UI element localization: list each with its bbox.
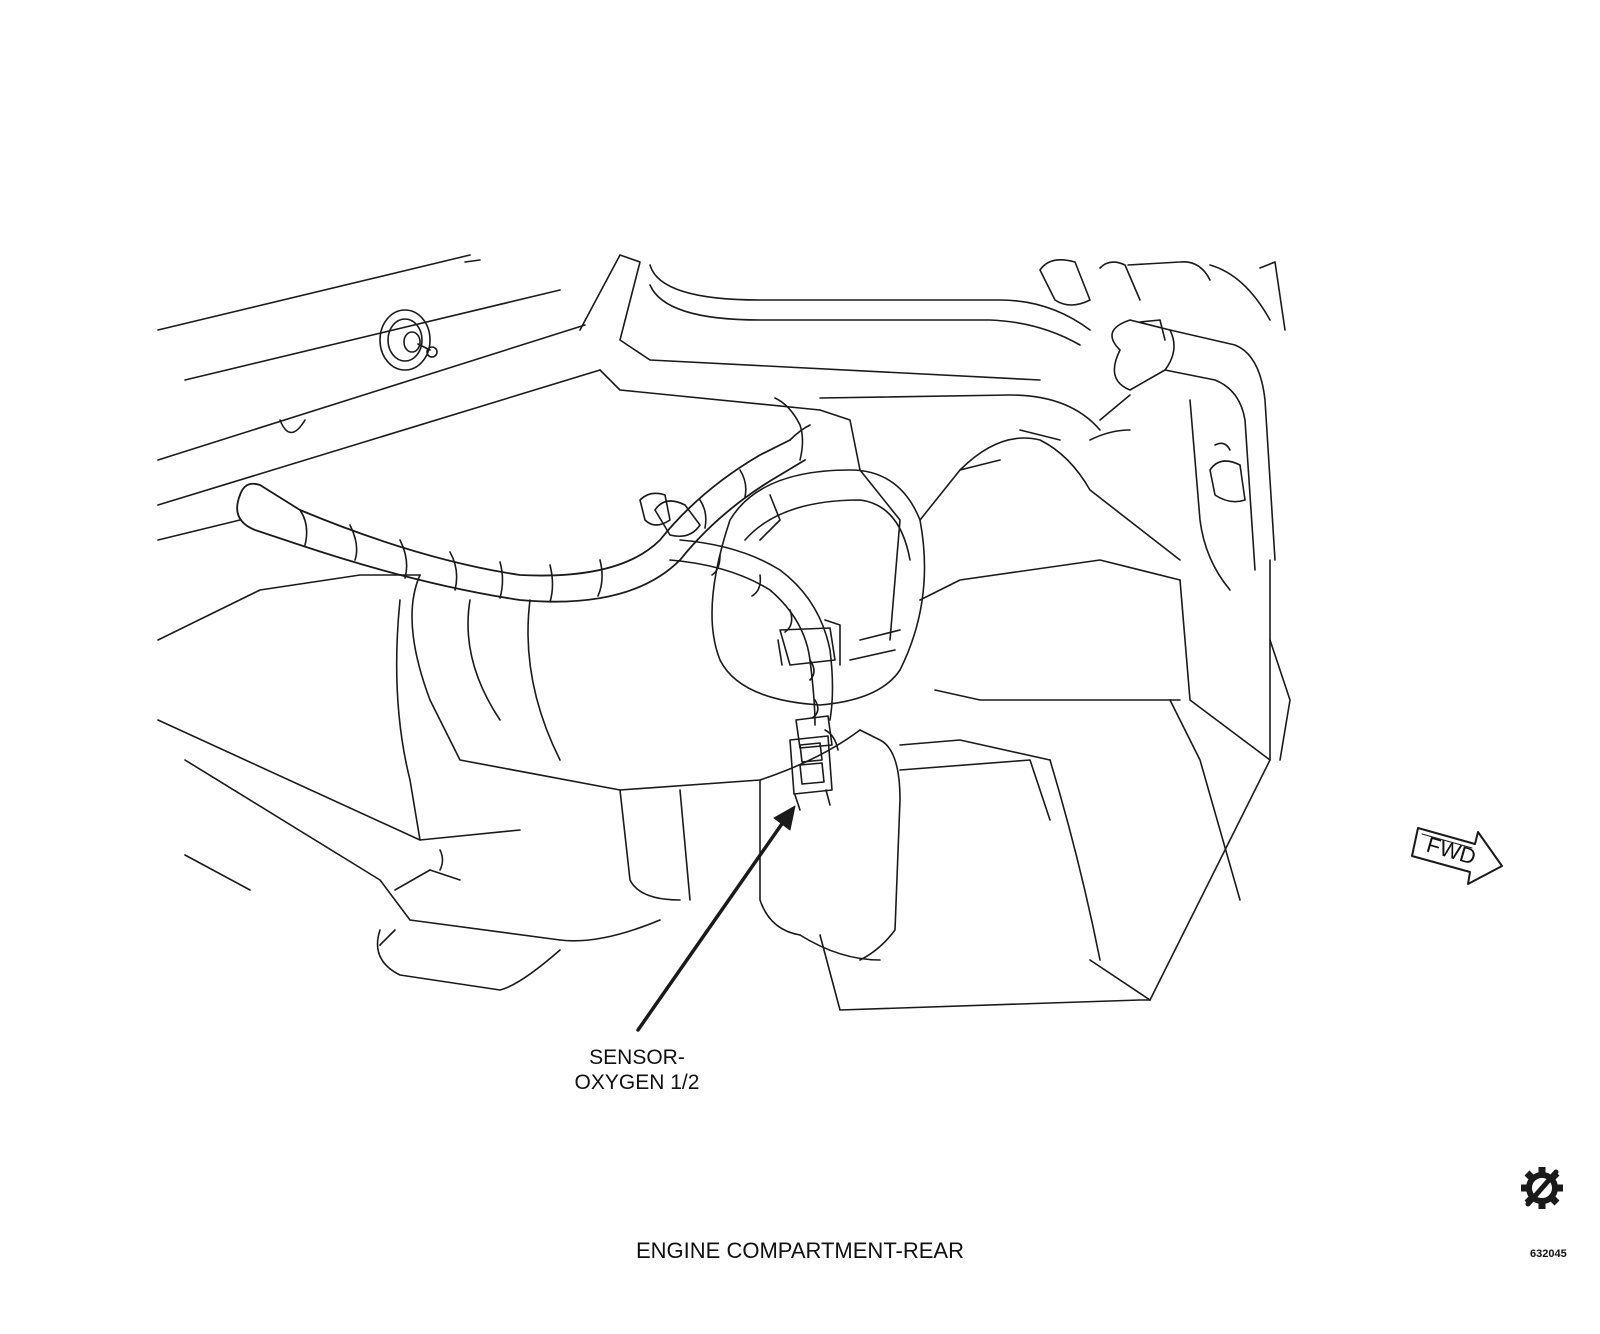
air-duct-shroud bbox=[711, 429, 1291, 1001]
wiring-harness bbox=[236, 397, 834, 726]
fwd-arrow-icon: FWD bbox=[1411, 827, 1503, 885]
gear-slash-icon bbox=[1521, 1167, 1563, 1209]
figure-caption: ENGINE COMPARTMENT-REAR bbox=[636, 1238, 964, 1263]
cowl-panels bbox=[157, 254, 1101, 541]
callout-line-2: OXYGEN 1/2 bbox=[574, 1071, 700, 1094]
firewall-grommet bbox=[379, 309, 438, 371]
oxygen-sensor-callout: SENSOR- OXYGEN 1/2 bbox=[562, 1045, 712, 1095]
floor-pan bbox=[157, 574, 1241, 1011]
figure-number: 632045 bbox=[1530, 1248, 1567, 1260]
callout-line-1: SENSOR- bbox=[589, 1046, 685, 1069]
sensor-connector bbox=[777, 619, 841, 811]
sensor-leader-arrow bbox=[636, 805, 796, 1032]
ac-lines-and-fittings bbox=[649, 259, 1286, 591]
fwd-label: FWD bbox=[1424, 832, 1479, 870]
